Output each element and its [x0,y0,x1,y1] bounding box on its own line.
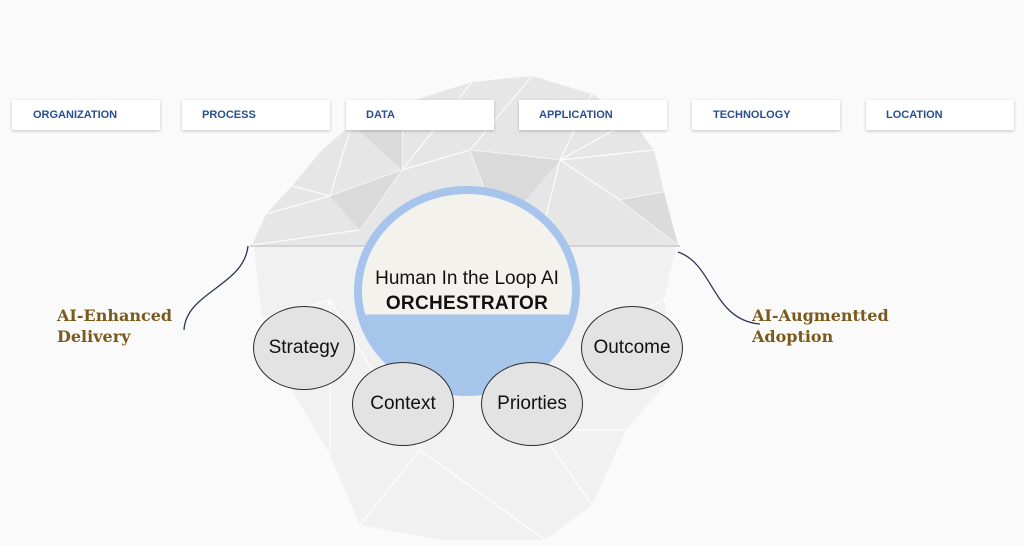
tab-data[interactable]: DATA [346,100,494,130]
tab-technology[interactable]: TECHNOLOGY [692,100,840,130]
tab-application[interactable]: APPLICATION [519,100,667,130]
priorities-bubble: Priorties [481,362,583,446]
tab-organization[interactable]: ORGANIZATION [12,100,160,130]
outcome-bubble: Outcome [581,306,683,390]
left-label-line2: Delivery [57,327,131,346]
hub-title: Human In the Loop AI [375,268,559,289]
left-label: AI-Enhanced Delivery [57,305,172,347]
context-bubble: Context [352,362,454,446]
left-label-line1: AI-Enhanced [57,306,173,325]
hub-subtitle: ORCHESTRATOR [385,293,549,314]
tab-process[interactable]: PROCESS [182,100,330,130]
tab-location[interactable]: LOCATION [866,100,1014,130]
right-label-line2: Adoption [752,327,834,346]
right-label: AI-Augmentted Adoption [752,305,889,347]
strategy-bubble: Strategy [253,306,355,390]
left-connector [183,245,249,331]
right-connector [677,251,761,325]
orchestrator-hub: Human In the Loop AI ORCHESTRATOR [354,186,580,396]
right-label-line1: AI-Augmentted [752,306,889,325]
category-tabs: ORGANIZATION PROCESS DATA APPLICATION TE… [0,0,1024,140]
